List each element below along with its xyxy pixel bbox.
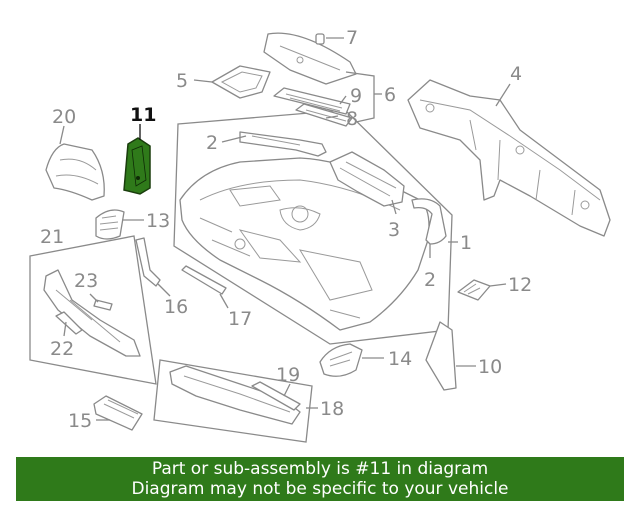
callout-23: 23 [74, 270, 98, 292]
leader-4 [495, 83, 511, 107]
part-23-clip[interactable] [93, 299, 113, 311]
leader-23 [89, 293, 99, 303]
callout-5: 5 [176, 70, 188, 92]
callout-4: 4 [510, 63, 522, 85]
callout-1: 1 [460, 232, 472, 254]
part-10-side-cover[interactable] [425, 321, 457, 391]
leader-16 [157, 283, 171, 297]
leader-12 [489, 283, 507, 287]
leader-19 [283, 383, 291, 397]
part-19-insert[interactable] [251, 381, 301, 411]
callout-12: 12 [508, 274, 532, 296]
callout-22: 22 [50, 338, 74, 360]
part-7-clip[interactable] [315, 33, 325, 45]
part-15-switch-panel[interactable] [93, 395, 143, 431]
part-20-cluster-housing[interactable] [45, 143, 105, 201]
part-8-grille-small[interactable] [295, 103, 353, 127]
part-5-cover[interactable] [211, 65, 271, 99]
leader-5 [193, 79, 213, 83]
part-notice-line-2: Diagram may not be specific to your vehi… [131, 479, 509, 499]
callout-14: 14 [388, 348, 412, 370]
callout-3: 3 [388, 219, 400, 241]
leader-8 [325, 115, 339, 119]
leader-20 [59, 125, 65, 145]
part-2-side-duct[interactable] [411, 198, 447, 245]
leader-17 [219, 293, 229, 309]
callout-16: 16 [164, 296, 188, 318]
part-17-trim-bar[interactable] [181, 265, 227, 295]
part-18-group-outline [153, 359, 313, 443]
part-notice-line-1: Part or sub-assembly is #11 in diagram [151, 459, 489, 479]
part-14-vent[interactable] [319, 343, 363, 377]
part-1-instrument-panel[interactable] [179, 157, 430, 331]
callout-2b: 2 [424, 269, 436, 291]
callout-17: 17 [228, 308, 252, 330]
part-16-trim-strip[interactable] [135, 237, 161, 287]
leader-6-bracket [345, 71, 375, 123]
leader-2a [221, 135, 247, 143]
leader-9 [339, 95, 347, 105]
callout-18: 18 [320, 398, 344, 420]
callout-21: 21 [40, 226, 64, 248]
callout-11: 11 [130, 104, 156, 126]
part-13-side-vent[interactable] [95, 209, 125, 240]
part-18-lower-trim[interactable] [169, 365, 301, 425]
callout-6: 6 [384, 84, 396, 106]
parts-diagram: 1 2 2 3 4 5 6 7 8 9 10 11 12 13 14 15 16… [29, 27, 611, 443]
callout-19: 19 [276, 364, 300, 386]
callout-2a: 2 [206, 132, 218, 154]
part-3-center-duct[interactable] [329, 151, 405, 207]
callout-20: 20 [52, 106, 76, 128]
callout-10: 10 [478, 356, 502, 378]
part-6-upper-cover[interactable] [263, 32, 357, 85]
part-2-upper-duct[interactable] [239, 131, 327, 157]
callout-13: 13 [146, 210, 170, 232]
callout-15: 15 [68, 410, 92, 432]
leader-3 [391, 199, 397, 215]
part-11-side-cover[interactable] [123, 137, 151, 195]
part-notice-banner: Part or sub-assembly is #11 in diagram D… [16, 457, 624, 501]
part-12-bezel[interactable] [457, 279, 491, 301]
part-4-cowl-cross-bar[interactable] [407, 79, 611, 237]
callout-8: 8 [346, 108, 358, 130]
callout-9: 9 [350, 85, 362, 107]
callout-7: 7 [346, 27, 358, 49]
leader-22 [63, 321, 67, 337]
part-22-bracket[interactable] [55, 311, 83, 335]
part-9-grille[interactable] [273, 87, 351, 115]
part-21-group-outline [29, 235, 157, 385]
part-21-lower-panel[interactable] [43, 269, 141, 357]
